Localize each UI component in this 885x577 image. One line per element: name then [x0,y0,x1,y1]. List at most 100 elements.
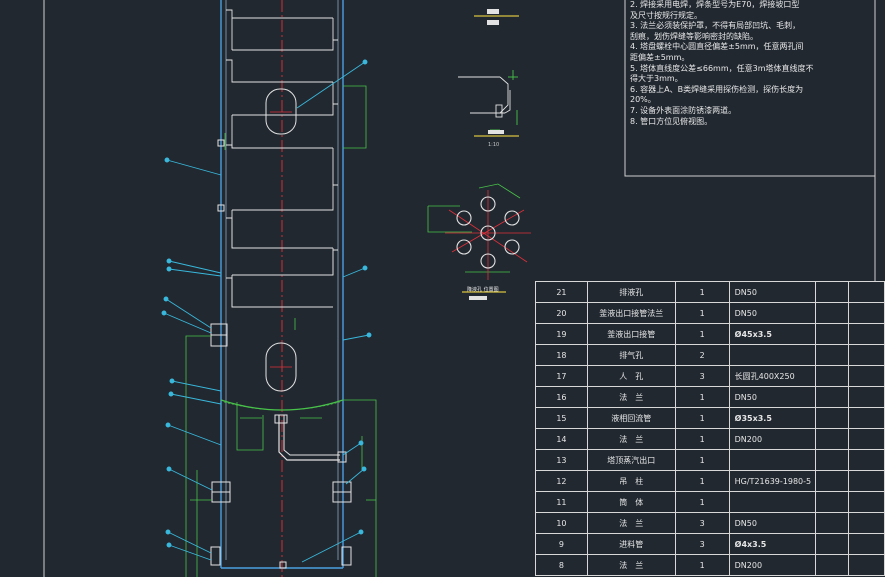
nozzle-detail [458,70,519,137]
bom-item-number: 9 [535,533,588,555]
bom-item-name: 人 孔 [586,365,676,387]
bom-blank-cell [814,323,849,345]
bom-blank-cell [814,470,849,492]
bom-item-name: 塔顶蒸汽出口 [586,449,676,471]
bom-blank-cell [814,302,849,324]
column-shell [220,0,344,569]
note-line: 6. 容器上A、B类焊缝采用探伤检测，探伤长度为 [630,84,804,94]
bom-item-quantity: 1 [674,323,730,345]
bom-blank-cell [847,533,885,555]
bom-blank-cell [814,407,849,429]
bom-item-number: 10 [535,512,588,534]
bom-item-quantity: 2 [674,344,730,366]
bom-item-spec [728,491,816,513]
bom-item-quantity: 1 [674,449,730,471]
bom-item-quantity: 3 [674,533,730,555]
bom-item-name: 法 兰 [586,428,676,450]
bom-item-spec: 长圆孔400X250 [728,365,816,387]
bom-blank-cell [847,365,885,387]
bom-blank-cell [847,323,885,345]
bom-blank-cell [814,281,849,303]
bom-item-number: 14 [535,428,588,450]
bom-blank-cell [847,386,885,408]
bom-blank-cell [814,512,849,534]
bom-blank-cell [847,491,885,513]
bom-blank-cell [847,512,885,534]
bom-item-number: 13 [535,449,588,471]
note-line: 3. 法兰必须装保护罩，不得有局部凹坑、毛刺， [630,21,801,31]
bom-item-number: 18 [535,344,588,366]
bom-item-number: 20 [535,302,588,324]
note-line: 4. 塔盘螺栓中心圆直径偏差±5mm，任意两孔间 [630,42,804,52]
bom-item-spec: DN50 [728,386,816,408]
reflux-pipe [278,415,340,461]
bom-item-name: 筒 体 [586,491,676,513]
bom-blank-cell [847,449,885,471]
bom-blank-cell [847,554,885,576]
note-line: 7. 设备外表面涂防锈漆两道。 [630,105,737,115]
bom-item-spec: Ø35x3.5 [728,407,816,429]
bom-item-number: 21 [535,281,588,303]
bom-item-quantity: 3 [674,365,730,387]
bom-item-name: 釜液出口接管法兰 [586,302,676,324]
bom-blank-cell [847,470,885,492]
bom-blank-cell [814,344,849,366]
bottom-head [220,399,344,411]
bom-item-spec: DN50 [728,281,816,303]
bom-item-spec: Ø45x3.5 [728,323,816,345]
bom-item-quantity: 1 [674,407,730,429]
bom-item-name: 法 兰 [586,386,676,408]
bom-item-spec: Ø4x3.5 [728,533,816,555]
detail-title-bars [474,9,519,25]
bom-item-number: 8 [535,554,588,576]
note-line: 5. 塔体直线度公差≤66mm，任意3m塔体直线度不 [630,63,814,73]
bom-item-name: 排液孔 [586,281,676,303]
dimension-lines [185,85,377,577]
bom-item-name: 釜液出口接管 [586,323,676,345]
note-line: 8. 管口方位见俯视图。 [630,116,713,126]
bom-item-name: 法 兰 [586,512,676,534]
bom-blank-cell [814,365,849,387]
bom-item-spec: DN50 [728,512,816,534]
bom-item-spec: DN200 [728,554,816,576]
notes-frame [624,0,876,177]
technical-notes: 2. 焊接采用电焊，焊条型号为E70，焊接坡口型 及尺寸按规行规定。 3. 法兰… [630,0,830,127]
bom-blank-cell [847,407,885,429]
bom-blank-cell [847,281,885,303]
bom-item-quantity: 1 [674,554,730,576]
tray-plates [226,9,338,308]
bom-blank-cell [814,428,849,450]
manhole-lower [265,342,297,392]
bom-blank-cell [814,449,849,471]
bom-blank-cell [847,302,885,324]
bom-item-spec: DN200 [728,428,816,450]
bom-item-spec [728,344,816,366]
bom-blank-cell [814,533,849,555]
nozzles [210,139,352,569]
bom-item-spec [728,449,816,471]
bom-item-number: 17 [535,365,588,387]
hole-layout-title: 降液孔 位置图 [467,287,499,293]
bom-blank-cell [847,344,885,366]
note-line: 得大于3mm。 [630,74,683,84]
bom-item-quantity: 1 [674,428,730,450]
detail-title-block [488,130,504,134]
note-line: 刮痕，划伤焊缝等影响密封的缺陷。 [630,31,758,41]
bom-item-name: 液相回流管 [586,407,676,429]
bom-item-number: 11 [535,491,588,513]
bom-item-quantity: 1 [674,491,730,513]
bom-item-spec: DN50 [728,302,816,324]
